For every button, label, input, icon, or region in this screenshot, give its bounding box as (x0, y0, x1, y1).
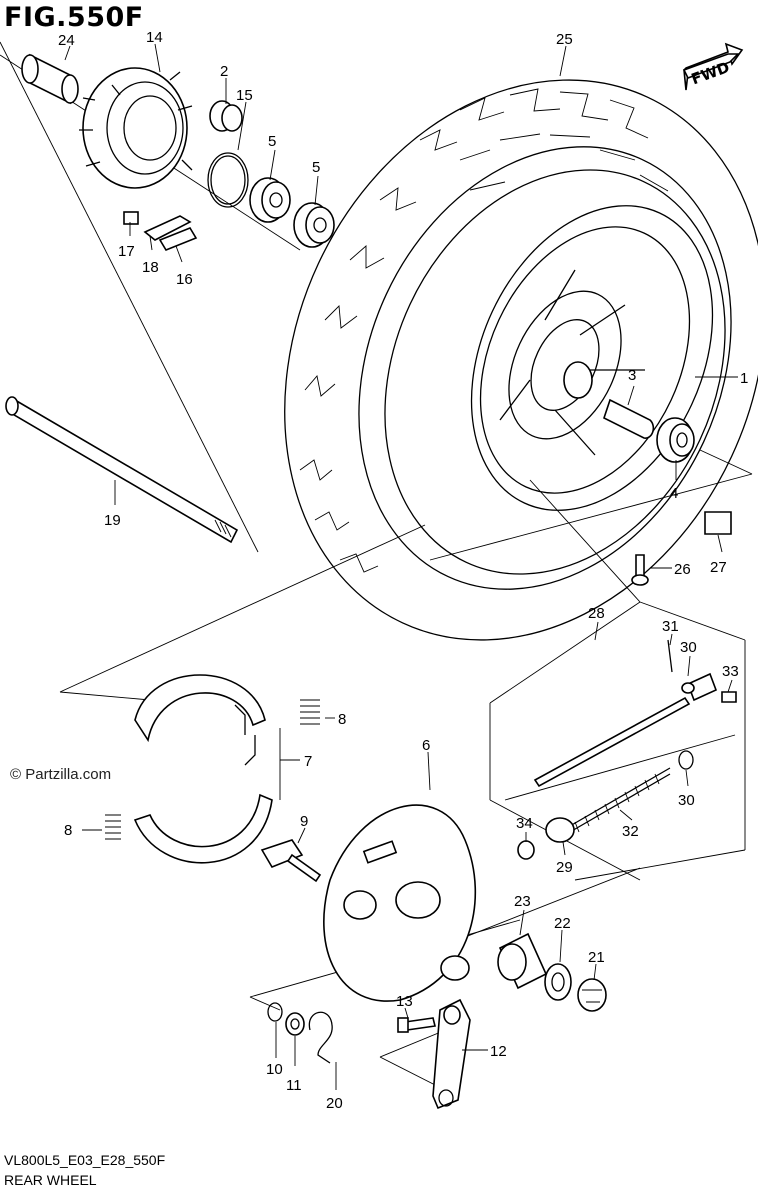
fwd-label: FWD (689, 58, 732, 88)
callout-23: 23 (514, 893, 531, 910)
callout-9: 9 (300, 813, 308, 830)
callout-16: 16 (176, 271, 193, 288)
part-sleeve-24 (21, 53, 79, 105)
part-clip-10 (267, 1002, 283, 1022)
callout-19: 19 (104, 512, 121, 529)
part-bolt-17 (123, 211, 139, 225)
part-bearing-5b (293, 202, 335, 248)
part-axle-19 (5, 396, 239, 544)
part-spring-20 (308, 1011, 333, 1064)
callout-3: 3 (628, 367, 636, 384)
part-plate-18-16 (143, 215, 198, 251)
watermark: © Partzilla.com (10, 766, 112, 783)
part-bearing-5a (249, 177, 291, 223)
callout-7: 7 (304, 753, 312, 770)
part-collar-3 (603, 398, 655, 439)
part-bolt-13 (397, 1017, 436, 1033)
part-spring-8b (105, 814, 121, 840)
part-collar-23 (497, 932, 548, 990)
part-nut-29 (545, 817, 575, 843)
callout-30b: 30 (678, 792, 695, 809)
part-hub-14 (79, 67, 193, 189)
callout-28: 28 (588, 605, 605, 622)
part-washer-22 (544, 963, 572, 1001)
part-brake-panel-6 (323, 804, 477, 1002)
callout-leaders (64, 43, 738, 1090)
callout-27: 27 (710, 559, 727, 576)
callout-13: 13 (396, 993, 413, 1010)
part-brake-rod-28 (533, 639, 737, 788)
part-brake-shoes-7 (133, 674, 273, 864)
callout-22: 22 (554, 915, 571, 932)
callout-21: 21 (588, 949, 605, 966)
callout-26: 26 (674, 561, 691, 578)
callout-10: 10 (266, 1061, 283, 1078)
callout-14: 14 (146, 29, 163, 46)
callout-33: 33 (722, 663, 739, 680)
part-bearing-4 (656, 417, 695, 463)
callout-30a: 30 (680, 639, 697, 656)
rear-tire (284, 79, 758, 641)
callout-2: 2 (220, 63, 228, 80)
callout-5b: 5 (312, 159, 320, 176)
part-cap-27 (704, 511, 732, 535)
part-lever-12 (432, 998, 471, 1110)
callout-17: 17 (118, 243, 135, 260)
callout-29: 29 (556, 859, 573, 876)
callout-24: 24 (58, 32, 75, 49)
callout-5a: 5 (268, 133, 276, 150)
callout-34: 34 (516, 815, 533, 832)
callout-18: 18 (142, 259, 159, 276)
callout-11: 11 (286, 1077, 302, 1094)
callout-32: 32 (622, 823, 639, 840)
part-spring-8a (300, 699, 320, 725)
callout-15: 15 (236, 87, 253, 104)
callout-12: 12 (490, 1043, 507, 1060)
part-spring-32 (569, 750, 694, 833)
model-code: VL800L5_E03_E28_550F (4, 1152, 166, 1168)
part-oring-15 (207, 152, 249, 208)
callout-numbers: 24 14 2 15 5 5 25 17 18 16 3 1 4 19 27 2… (58, 29, 748, 1112)
callout-25: 25 (556, 31, 573, 48)
callout-8b: 8 (64, 822, 72, 839)
part-nut-34 (517, 840, 535, 860)
figure-title: FIG.550F (4, 2, 144, 33)
wheel-rim (470, 205, 714, 511)
part-nut-21 (577, 978, 607, 1012)
callout-20: 20 (326, 1095, 343, 1112)
part-washer-11 (285, 1012, 305, 1036)
section-name: REAR WHEEL (4, 1172, 97, 1188)
callout-31: 31 (662, 618, 679, 635)
part-spacer-2 (209, 100, 243, 132)
part-valve-26 (631, 554, 649, 586)
callout-1: 1 (740, 370, 748, 387)
callout-6: 6 (422, 737, 430, 754)
part-cam-9 (260, 839, 322, 883)
callout-4: 4 (670, 485, 678, 502)
callout-8a: 8 (338, 711, 346, 728)
fwd-arrow-icon: FWD (682, 42, 744, 91)
